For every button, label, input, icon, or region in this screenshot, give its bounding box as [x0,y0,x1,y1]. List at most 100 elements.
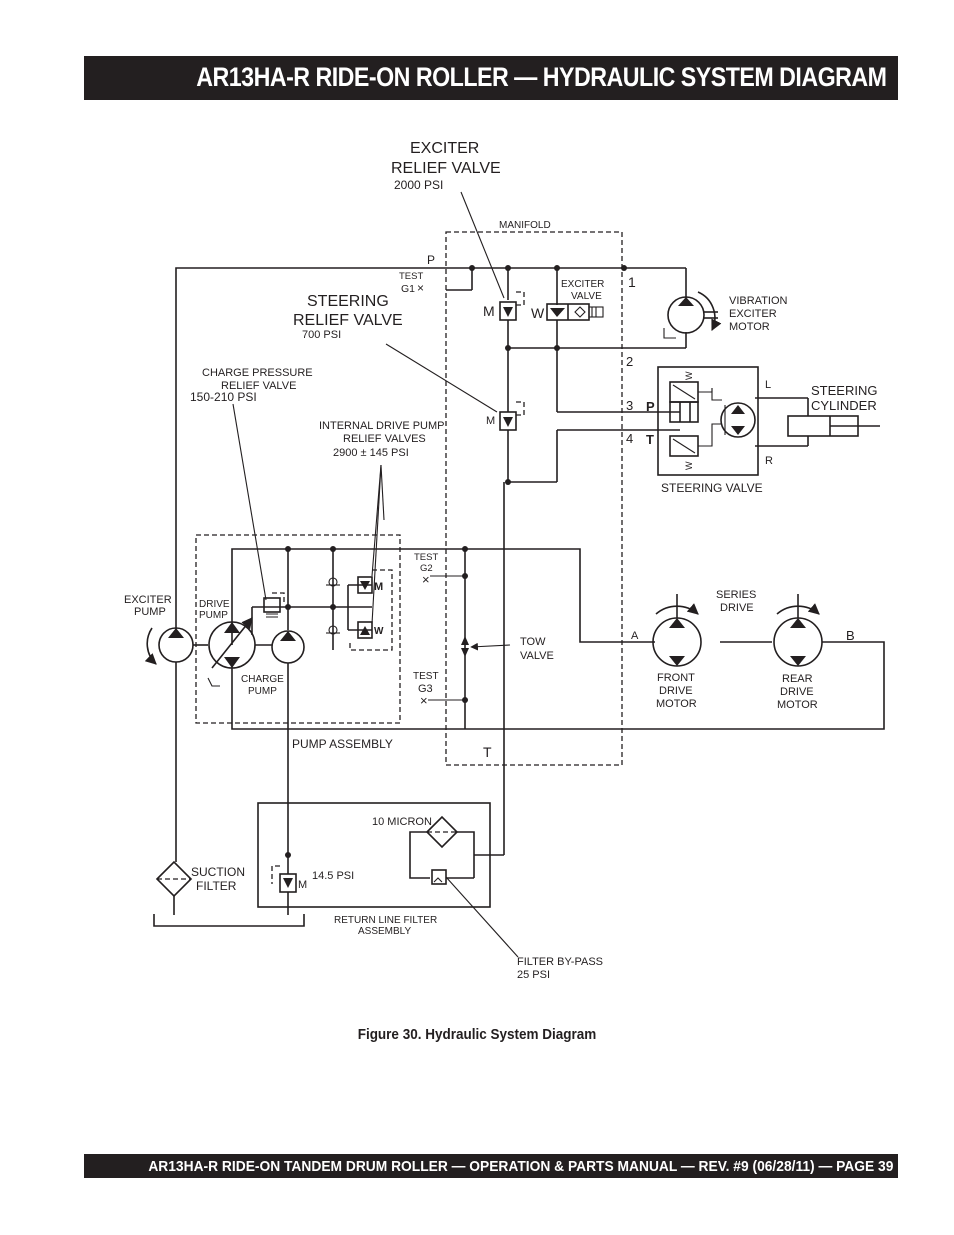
exciter-relief-psi: 2000 PSI [394,178,443,192]
exciter-valve-line2: VALVE [571,291,602,302]
footer-bar: AR13HA-R RIDE-ON TANDEM DRUM ROLLER — OP… [84,1154,898,1178]
tow-valve-line2: VALVE [520,650,554,662]
steering-valve-r: R [765,455,773,467]
rear-motor-line3: MOTOR [777,699,818,711]
vibration-motor-line1: VIBRATION [729,295,788,307]
exciter-relief-w: W [531,305,545,321]
steering-valve-l: L [765,379,771,391]
steering-valve-symbol [669,381,808,457]
vibration-motor-symbol [663,291,722,339]
manifold-box [445,231,623,766]
return-filter-line1: RETURN LINE FILTER [334,915,437,926]
steering-relief-leader [385,343,498,413]
drive-pump-symbol [207,617,272,687]
steering-valve-w-top: W [684,371,694,380]
suction-filter-line2: FILTER [196,879,237,893]
port-a: A [631,630,639,642]
figure-caption: Figure 30. Hydraulic System Diagram [357,1026,597,1043]
test-g1-line2: G1 [401,283,415,295]
manifold-label: MANIFOLD [499,220,551,231]
port-b: B [846,628,855,643]
filter-bypass-line1: FILTER BY-PASS [517,956,603,968]
exciter-pump-line1: EXCITER [124,594,172,606]
charge-relief-leader [232,403,267,601]
ten-micron-label: 10 MICRON [372,816,432,828]
series-drive-line1: SERIES [716,589,756,601]
internal-relief-leader-3 [380,464,385,521]
exciter-valve-symbol [546,303,604,321]
exciter-relief-m: M [483,303,495,319]
rear-motor-symbol [773,594,823,667]
port-t: T [483,744,492,760]
charge-relief-line1: CHARGE PRESSURE [202,367,313,379]
test-g1-line1: TEST [399,271,423,282]
steering-relief-psi: 700 PSI [302,329,341,341]
suction-filter-symbol [155,860,193,915]
steering-valve-w-bottom: W [684,461,694,470]
exciter-relief-line2: RELIEF VALVE [391,160,501,177]
steering-cylinder-line2: CYLINDER [811,398,877,413]
test-g3-line2: G3 [418,683,433,695]
steering-valve-box [657,366,759,476]
port-p-label: P [427,253,435,267]
internal-relief-line1: INTERNAL DRIVE PUMP [319,420,445,432]
return-filter-symbol [409,815,519,958]
reservoir-symbol [153,914,305,927]
charge-relief-psi: 150-210 PSI [190,390,257,404]
internal-relief-w: W [374,626,384,637]
steering-valve-p: P [646,399,655,414]
return-filter-line2: ASSEMBLY [358,926,411,937]
exciter-pump-symbol [144,627,208,862]
exciter-pump-line2: PUMP [134,606,166,618]
front-motor-line2: DRIVE [659,685,693,697]
vibration-motor-line2: EXCITER [729,308,777,320]
front-motor-symbol [652,594,702,667]
steering-valve-label: STEERING VALVE [661,481,763,495]
charge-relief-line2: RELIEF VALVE [221,380,296,392]
test-g2-symbol: × [422,572,430,587]
pump-assembly-box [195,534,401,724]
tow-valve-line1: TOW [520,636,546,648]
exciter-valve-line1: EXCITER [561,279,604,290]
steering-relief-m: M [486,415,495,427]
steering-relief-line2: RELIEF VALVE [293,312,403,329]
internal-relief-psi: 2900 ± 145 PSI [333,447,409,459]
exciter-relief-valve-symbol [499,291,525,321]
suction-filter-line1: SUCTION [191,865,245,879]
vibration-motor-line3: MOTOR [729,321,770,333]
charge-relief-valve-symbol [263,592,285,618]
test-g2-line1: TEST [414,552,438,563]
junction-dots [285,265,627,858]
rear-motor-line1: REAR [782,673,813,685]
charge-pump-symbol [271,630,305,664]
port-1: 1 [628,274,636,290]
steering-cylinder-symbol [787,398,880,446]
pressure-lines [175,267,687,856]
port-3: 3 [626,398,633,413]
pump-assembly-label: PUMP ASSEMBLY [292,737,393,751]
steering-cylinder-line1: STEERING [811,383,877,398]
footer-text: AR13HA-R RIDE-ON TANDEM DRUM ROLLER — OP… [148,1158,894,1175]
return-check-m: M [298,879,307,891]
steering-relief-valve-symbol [499,401,525,431]
series-drive-line2: DRIVE [720,602,754,614]
page-title: AR13HA-R RIDE-ON ROLLER — HYDRAULIC SYST… [196,62,887,92]
drive-pump-line1: DRIVE [199,599,230,610]
charge-pump-line2: PUMP [248,686,277,697]
charge-pump-line1: CHARGE [241,674,284,685]
port-4: 4 [626,431,633,446]
drive-pump-line2: PUMP [199,610,228,621]
test-g2-line2: G2 [420,563,433,574]
port-2: 2 [626,354,633,369]
return-filter-box [257,802,491,908]
test-g3-line1: TEST [413,671,439,682]
internal-relief-leader-2 [371,464,382,625]
test-g3-symbol: × [420,693,428,708]
internal-relief-m: M [374,581,383,593]
exciter-relief-line1: EXCITER [410,140,479,157]
internal-relief-valve-symbols [349,569,393,651]
steering-relief-line1: STEERING [307,293,389,310]
filter-bypass-line2: 25 PSI [517,969,550,981]
tow-valve-symbol [461,636,511,657]
